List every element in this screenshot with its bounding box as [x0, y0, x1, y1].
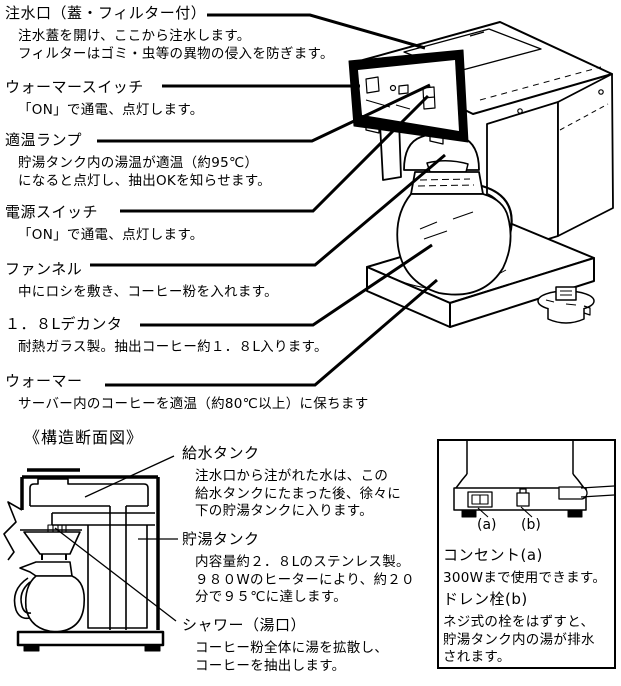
part-description-line: 注水蓋を開け、ここから注水します。 — [18, 28, 251, 44]
part-label-group-outlet: コンセント(a) 300Wまで使用できます。 — [443, 546, 606, 588]
part-description-line: 耐熱ガラス製。抽出コーヒー約１．８L入ります。 — [18, 339, 328, 355]
part-description-line: ９８０Wのヒーターにより、約２０ — [195, 571, 415, 588]
part-label-group-drain-plug: ドレン栓(b) ネジ式の栓をはずすと、 貯湯タンク内の湯が排水 されます。 — [443, 590, 595, 667]
part-label-group-decanter: １．８Lデカンタ 耐熱ガラス製。抽出コーヒー約１．８L入ります。 — [5, 315, 328, 357]
coffee-machine-drawing — [348, 21, 614, 328]
part-title: 電源スイッチ — [5, 203, 99, 221]
part-description-line: 下の貯湯タンクに入ります。 — [195, 503, 374, 519]
part-title: ファンネル — [5, 260, 83, 278]
part-description-line: になると点灯し、抽出OKを知らせます。 — [18, 172, 272, 189]
part-description-line: 「ON」で通電、点灯します。 — [18, 227, 204, 243]
part-description-line: 注水口から注がれた水は、この — [195, 468, 389, 484]
part-title: コンセント(a) — [443, 546, 543, 564]
part-description-line: 「ON」で通電、点灯します。 — [18, 102, 204, 118]
part-description-line: コーヒーを抽出します。 — [195, 657, 346, 674]
part-label-group-warmer-switch: ウォーマースイッチ 「ON」で通電、点灯します。 — [5, 78, 204, 120]
part-title: ドレン栓(b) — [443, 590, 528, 608]
part-title: 貯湯タンク — [182, 530, 260, 548]
part-description-line: 給水タンクにたまった後、徐々に — [195, 485, 402, 502]
part-description-line: 貯湯タンク内の湯温が適温（約95℃） — [18, 155, 259, 171]
part-description-line: 内容量約２．８Lのステンレス製。 — [195, 554, 410, 570]
part-description-line: コーヒー粉全体に湯を拡散し、 — [195, 640, 389, 656]
part-description-line: 300Wまで使用できます。 — [443, 570, 607, 586]
part-title: １．８Lデカンタ — [5, 315, 123, 333]
marker-a-label: (a) — [477, 517, 497, 533]
part-title: 注水口（蓋・フィルター付） — [5, 4, 207, 22]
part-description-line: フィルターはゴミ・虫等の異物の侵入を防ぎます。 — [18, 45, 334, 62]
part-description-line: ネジ式の栓をはずすと、 — [443, 614, 595, 630]
part-description-line: されます。 — [443, 649, 511, 665]
part-label-group-power-switch: 電源スイッチ 「ON」で通電、点灯します。 — [5, 203, 204, 245]
part-description-line: サーバー内のコーヒーを適温（約80℃以上）に保ちます — [18, 396, 369, 412]
part-label-group-inlet: 注水口（蓋・フィルター付） 注水蓋を開け、ここから注水します。 フィルターはゴミ… — [5, 4, 334, 63]
part-title: 給水タンク — [182, 444, 260, 462]
part-label-group-shower: シャワー（湯口） コーヒー粉全体に湯を拡散し、 コーヒーを抽出します。 — [182, 616, 388, 675]
part-label-group-temp-lamp: 適温ランプ 貯湯タンク内の湯温が適温（約95℃） になると点灯し、抽出OKを知ら… — [5, 131, 271, 190]
cross-section-drawing — [3, 468, 165, 652]
part-label-group-warmer: ウォーマー サーバー内のコーヒーを適温（約80℃以上）に保ちます — [5, 372, 369, 414]
cross-section-leader-lines — [54, 455, 178, 622]
part-title: ウォーマー — [5, 372, 83, 390]
part-label-group-storage-tank: 貯湯タンク 内容量約２．８Lのステンレス製。 ９８０Wのヒーターにより、約２０ … — [182, 530, 415, 607]
part-leader-lines — [90, 13, 446, 387]
rear-view-box — [437, 439, 616, 669]
part-label-group-supply-tank: 給水タンク 注水口から注がれた水は、この 給水タンクにたまった後、徐々に 下の貯… — [182, 444, 401, 521]
part-title: シャワー（湯口） — [182, 616, 307, 634]
part-title: ウォーマースイッチ — [5, 78, 144, 96]
part-description-line: 分で９５℃に達します。 — [195, 589, 348, 605]
marker-b-label: (b) — [521, 517, 541, 533]
part-description-line: 貯湯タンク内の湯が排水 — [443, 631, 595, 648]
part-title: 適温ランプ — [5, 131, 83, 149]
cross-section-heading: 《構造断面図》 — [24, 428, 144, 447]
part-label-group-funnel: ファンネル 中にロシを敷き、コーヒー粉を入れます。 — [5, 260, 278, 302]
rear-view-drawing — [453, 441, 615, 518]
part-description-line: 中にロシを敷き、コーヒー粉を入れます。 — [18, 284, 278, 300]
